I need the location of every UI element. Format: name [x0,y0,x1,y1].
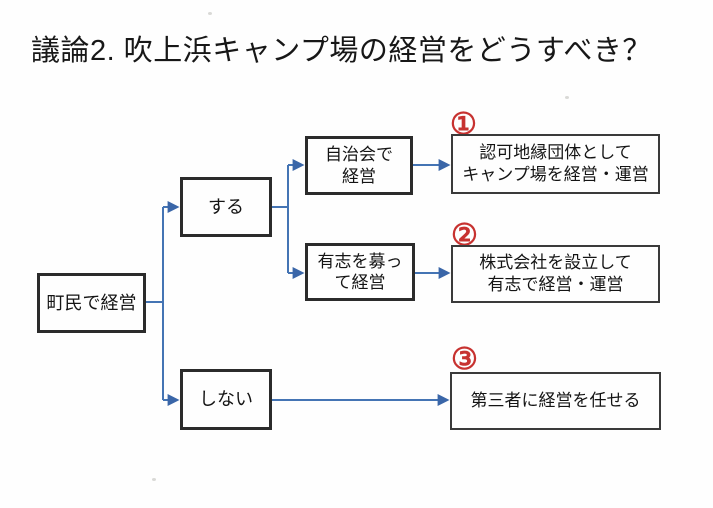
node-dont-label: しない [199,389,253,410]
node-option3: 第三者に経営を任せる [450,372,661,430]
node-volunteers: 有志を募っ て経営 [305,243,415,301]
node-volunteers-label: 有志を募っ て経営 [317,251,403,292]
connector-do-branch [272,165,289,273]
node-neighborhood-association-label: 自治会で 経営 [325,145,393,186]
option3-number-badge: ③ [451,343,478,376]
node-do-label: する [208,196,244,217]
scan-speck [208,12,212,15]
node-option1: 認可地縁団体として キャンプ場を経営・運営 [451,134,660,194]
connector-citizen-branch [146,207,164,400]
node-dont: しない [180,369,272,430]
node-do: する [180,177,272,237]
scan-speck [565,96,569,99]
node-neighborhood-association: 自治会で 経営 [305,136,413,195]
scan-speck [152,478,156,481]
node-option2: 株式会社を設立して 有志で経営・運営 [451,245,660,303]
node-option1-label: 認可地縁団体として キャンプ場を経営・運営 [462,142,649,184]
node-citizen-management: 町民で経営 [37,273,146,333]
node-citizen-management-label: 町民で経営 [46,292,137,313]
node-option2-label: 株式会社を設立して 有志で経営・運営 [479,252,632,294]
diagram-title: 議論2. 吹上浜キャンプ場の経営をどうすべき？ [31,35,652,67]
node-option3-label: 第三者に経営を任せる [470,390,641,410]
